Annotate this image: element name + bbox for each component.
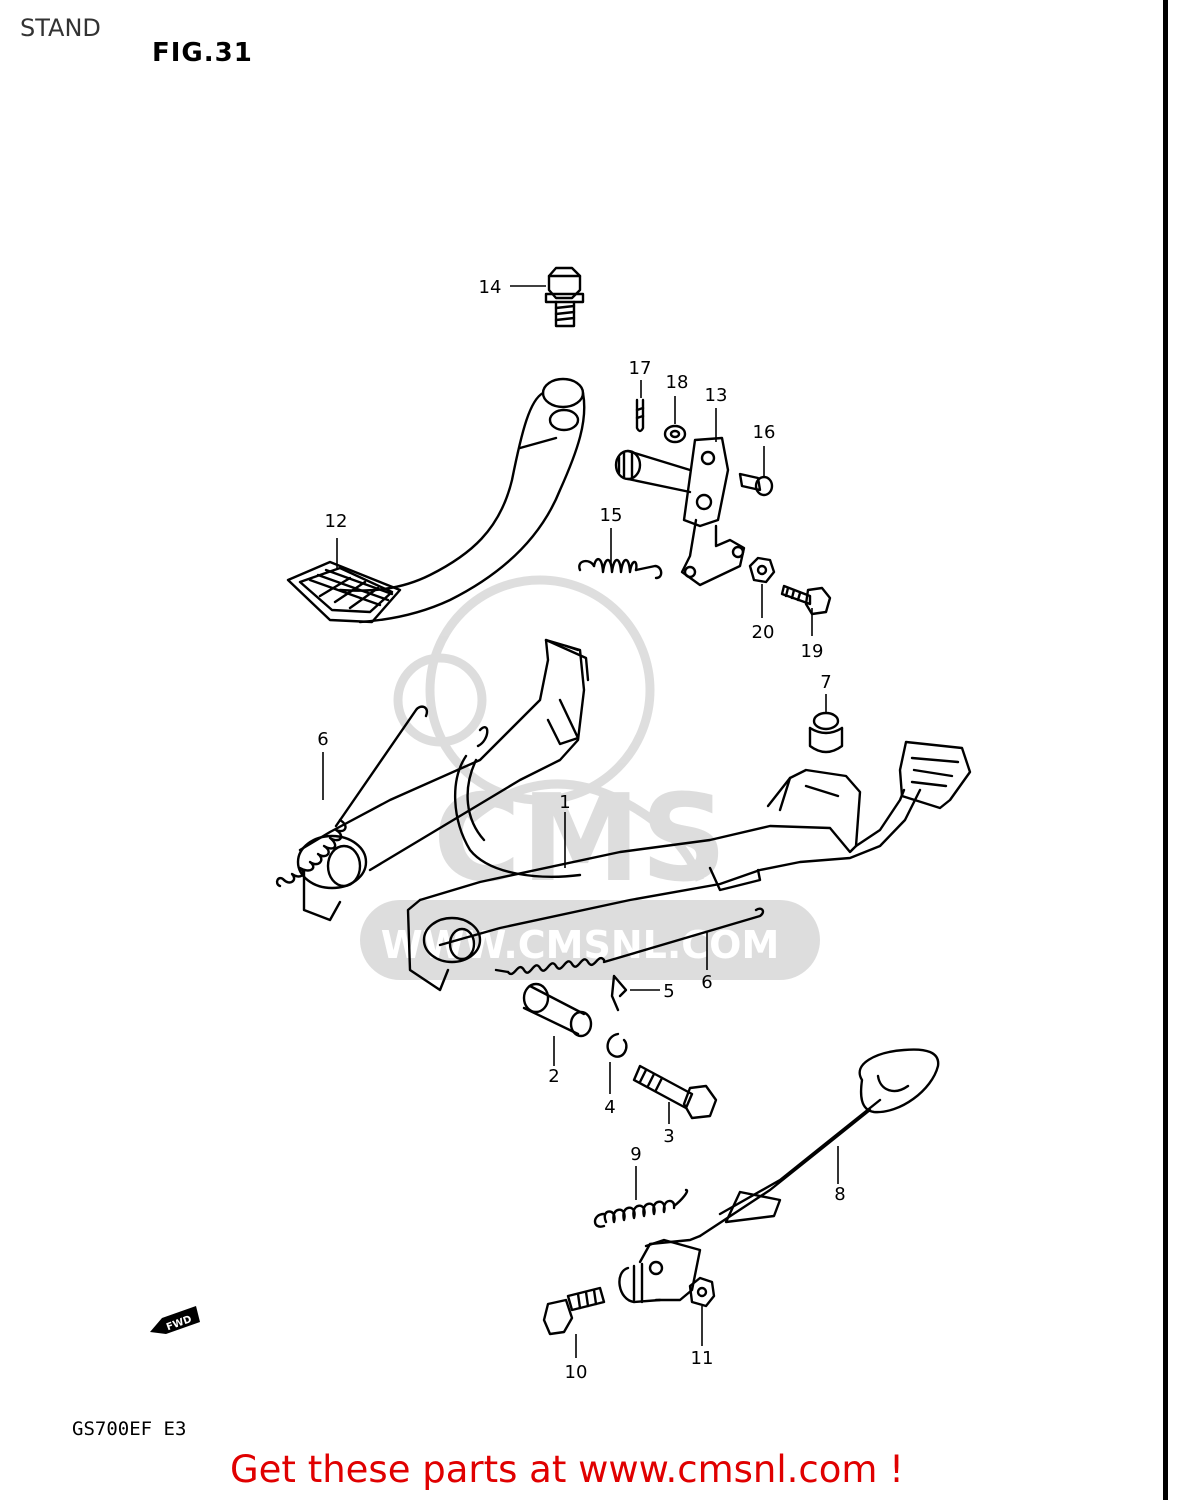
callout-labels: 1 2 3 4 5 6 6 7 8 9 10 11 12 13 14 15 16… xyxy=(317,277,845,1383)
split-pin-17-drawing xyxy=(635,398,645,433)
callout-14: 14 xyxy=(479,277,502,298)
bolt-16-drawing xyxy=(738,472,774,497)
leader-lines xyxy=(322,285,839,1358)
callout-8: 8 xyxy=(834,1184,845,1205)
side-stand-8-drawing xyxy=(618,1048,940,1304)
lever-13-drawing xyxy=(614,436,746,587)
center-stand-1-drawing xyxy=(296,638,972,992)
callout-4: 4 xyxy=(604,1097,615,1118)
page-edge-rule xyxy=(1163,0,1168,1500)
washer-4-drawing xyxy=(606,1032,628,1058)
callout-13: 13 xyxy=(705,385,728,406)
callout-15: 15 xyxy=(600,505,623,526)
bolt-10-drawing xyxy=(542,1286,606,1336)
callout-16: 16 xyxy=(753,422,776,443)
callout-18: 18 xyxy=(666,372,689,393)
nut-20-drawing xyxy=(748,556,776,584)
forward-arrow-icon: FWD xyxy=(150,1306,200,1334)
callout-17: 17 xyxy=(629,358,652,379)
brake-pedal-12-drawing xyxy=(286,377,586,624)
spring-15-drawing xyxy=(578,558,663,580)
callout-20: 20 xyxy=(752,622,775,643)
callout-5: 5 xyxy=(663,981,674,1002)
callout-19: 19 xyxy=(801,641,824,662)
collar-2-drawing xyxy=(522,982,593,1038)
watermark-logo: CMS xyxy=(433,770,727,909)
bolt-14-drawing xyxy=(544,266,585,328)
bolt-3-drawing xyxy=(632,1064,718,1120)
callout-6-lower: 6 xyxy=(701,972,712,993)
washer-18-drawing xyxy=(663,424,687,444)
clip-5-drawing xyxy=(610,974,628,1012)
parts-shop-link[interactable]: Get these parts at www.cmsnl.com ! xyxy=(230,1448,905,1491)
spring-6-upper-drawing xyxy=(275,705,489,888)
callout-3: 3 xyxy=(663,1126,674,1147)
callout-10: 10 xyxy=(565,1362,588,1383)
bolt-19-drawing xyxy=(780,584,832,616)
callout-12: 12 xyxy=(325,511,348,532)
spring-6-lower-drawing xyxy=(494,907,765,976)
callout-1: 1 xyxy=(559,792,570,813)
figure-number: FIG.31 xyxy=(152,38,253,68)
model-code: GS700EF E3 xyxy=(72,1418,187,1440)
cmsnl-watermark: CMS WWW.CMSNL.COM xyxy=(360,575,820,980)
callout-2: 2 xyxy=(548,1066,559,1087)
callout-9: 9 xyxy=(630,1144,641,1165)
callout-7: 7 xyxy=(820,672,831,693)
section-title: STAND xyxy=(20,14,101,42)
stopper-7-drawing xyxy=(808,711,844,754)
spring-9-drawing xyxy=(593,1188,689,1228)
callout-6-upper: 6 xyxy=(317,729,328,750)
nut-11-drawing xyxy=(688,1276,716,1308)
callout-11: 11 xyxy=(691,1348,714,1369)
